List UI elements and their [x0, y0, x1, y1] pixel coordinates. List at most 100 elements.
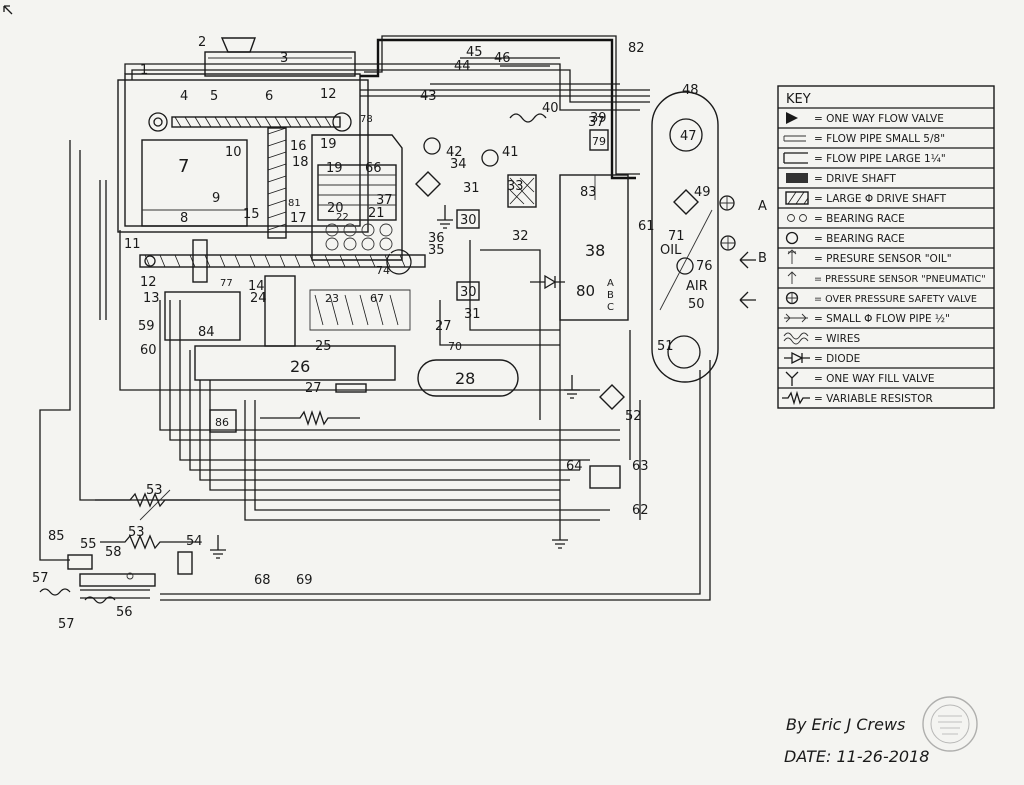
variable-resistor-86: [260, 409, 360, 427]
label-63: 63: [632, 459, 649, 474]
label-66: 66: [365, 161, 382, 176]
label-9: 9: [212, 191, 220, 206]
bearing-race-small-icon: [787, 214, 807, 222]
label-24: 24: [250, 291, 267, 306]
label-13: 13: [143, 291, 160, 306]
control-box-38: [559, 174, 629, 321]
label-16: 16: [290, 139, 307, 154]
label-terminal-c: C: [607, 302, 614, 313]
label-68: 68: [254, 573, 271, 588]
box-86: [209, 409, 237, 433]
pedal-assembly: [39, 551, 193, 604]
label-33: 33: [507, 179, 524, 194]
label-47: 47: [680, 129, 697, 144]
lower-block: [164, 275, 411, 381]
label-36: 36: [428, 231, 445, 246]
key-legend: KEY = ONE WAY FLOW VALVE = FLOW PIPE SMA: [777, 85, 995, 409]
label-5: 5: [210, 89, 218, 104]
tank-28: [417, 359, 519, 397]
fill-hopper: [220, 37, 256, 53]
label-30-lower: 30: [460, 285, 477, 300]
variable-resistor-icon: [782, 390, 810, 406]
over-pressure-valves: [719, 195, 736, 251]
label-50: 50: [688, 297, 705, 312]
label-8: 8: [180, 211, 188, 226]
wiring-bundles: [39, 140, 711, 601]
one-way-fill-valve-icon: [785, 371, 799, 386]
key-row-text: = ONE WAY FLOW VALVE: [814, 113, 944, 125]
label-41: 41: [502, 145, 519, 160]
label-34: 34: [450, 157, 467, 172]
small-flow-pipe-icon: [784, 313, 808, 323]
label-45: 45: [466, 45, 483, 60]
label-59: 59: [138, 319, 155, 334]
label-19-top: 19: [320, 137, 337, 152]
label-61: 61: [638, 219, 655, 234]
label-12: 12: [140, 275, 157, 290]
label-53-lower: 53: [128, 525, 145, 540]
label-69: 69: [296, 573, 313, 588]
ground-symbols: [210, 205, 580, 559]
key-row-text: = DRIVE SHAFT: [814, 173, 896, 185]
label-22: 22: [336, 212, 349, 223]
label-52: 52: [625, 409, 642, 424]
seal-stamp: [922, 696, 978, 752]
horizontal-drive-shaft: [139, 239, 426, 283]
label-valve-a: A: [758, 199, 767, 214]
diode: [530, 274, 565, 290]
label-80: 80: [576, 282, 595, 300]
label-60: 60: [140, 343, 157, 358]
label-71: 71: [668, 229, 685, 244]
label-1: 1: [140, 63, 148, 78]
key-row-texts: = ONE WAY FLOW VALVE = FLOW PIPE SMALL 5…: [814, 113, 986, 405]
pressure-sensor-oil-icon: [787, 249, 797, 264]
label-35: 35: [428, 243, 445, 258]
label-27-lower: 27: [305, 381, 322, 396]
label-40: 40: [542, 101, 559, 116]
label-31: 31: [463, 181, 480, 196]
label-2: 2: [198, 35, 206, 50]
label-14: 14: [248, 279, 265, 294]
pipe-bundles-top: [124, 35, 650, 180]
label-54: 54: [186, 534, 203, 549]
label-31-lower: 31: [464, 307, 481, 322]
key-row-text: = LARGE Φ DRIVE SHAFT: [814, 193, 947, 205]
label-18: 18: [292, 155, 309, 170]
vertical-drive-shaft: [267, 127, 287, 239]
label-58: 58: [105, 545, 122, 560]
label-10: 10: [225, 145, 242, 160]
label-44: 44: [454, 59, 471, 74]
label-20: 20: [327, 201, 344, 216]
pressure-sensor-pneumatic-icon: [787, 271, 797, 284]
label-55: 55: [80, 537, 97, 552]
label-43: 43: [420, 89, 437, 104]
corner-mark: [3, 5, 13, 15]
label-37: 37: [376, 193, 393, 208]
label-77: 77: [220, 278, 233, 289]
signature-date: DATE: 11-26-2018: [784, 747, 929, 766]
drive-shaft-icon: [786, 173, 808, 183]
label-21: 21: [368, 206, 385, 221]
label-7: 7: [178, 156, 189, 177]
label-76: 76: [696, 259, 713, 274]
key-row-text: = BEARING RACE: [814, 233, 905, 245]
label-64: 64: [566, 459, 583, 474]
signature-block: By Eric J Crews DATE: 11-26-2018: [784, 715, 929, 766]
label-74: 74: [376, 264, 390, 277]
flow-pipe-small-icon: [783, 135, 806, 142]
label-48: 48: [682, 83, 699, 98]
key-title: KEY: [786, 92, 811, 107]
key-row-text: = SMALL Φ FLOW PIPE ½": [814, 313, 950, 325]
label-3: 3: [280, 51, 288, 66]
label-82: 82: [628, 41, 645, 56]
label-46: 46: [494, 51, 511, 66]
key-row-text: = WIRES: [814, 333, 861, 345]
key-row-text: = FLOW PIPE LARGE 1¼": [814, 153, 946, 165]
label-49: 49: [694, 185, 711, 200]
key-row-text: = PRESSURE SENSOR "PNEUMATIC": [814, 274, 986, 285]
label-valve-b: B: [758, 251, 767, 266]
label-51: 51: [657, 339, 674, 354]
key-row-text: = OVER PRESSURE SAFETY VALVE: [814, 294, 977, 305]
pressure-sensors: [415, 171, 699, 410]
